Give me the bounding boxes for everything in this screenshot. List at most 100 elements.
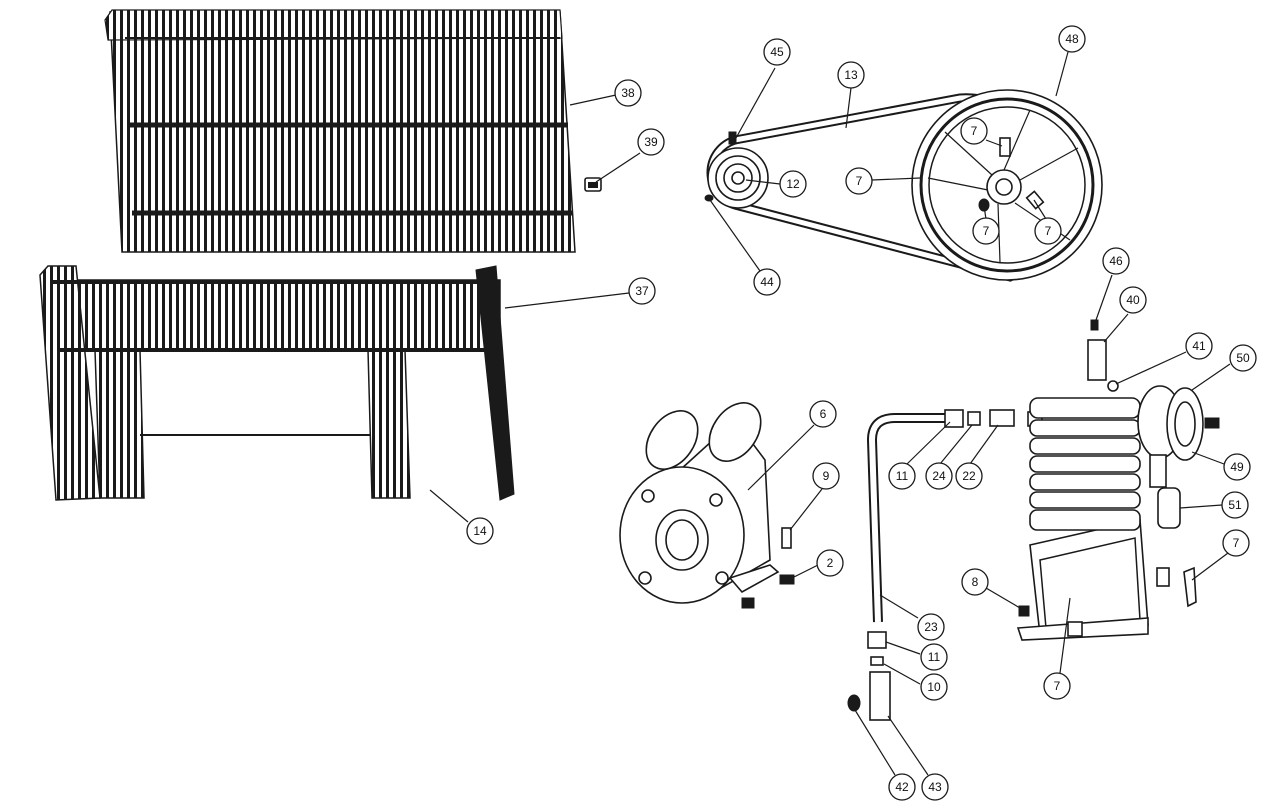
callout-tube-nut-top: 11 (888, 462, 916, 490)
leader-23 (879, 594, 919, 619)
svg-text:40: 40 (1126, 293, 1140, 307)
svg-text:48: 48 (1065, 32, 1079, 46)
callout-flywheel-bolt-a: 7 (960, 117, 988, 145)
leader-24 (939, 424, 973, 465)
callout-motor-nut: 2 (816, 549, 844, 577)
callout-flywheel-bolt-d: 7 (1034, 217, 1062, 245)
svg-text:6: 6 (820, 407, 827, 421)
leader-40 (1103, 313, 1129, 343)
leader-46 (1095, 274, 1113, 321)
svg-text:51: 51 (1228, 498, 1242, 512)
callout-oil-sight: 51 (1221, 491, 1249, 519)
svg-text:7: 7 (856, 174, 863, 188)
callout-filter-element: 49 (1223, 453, 1251, 481)
callout-pump-base: 7 (1043, 672, 1071, 700)
leader-41 (1115, 351, 1187, 385)
belt-guard-top (104, 9, 576, 253)
svg-text:8: 8 (972, 575, 979, 589)
svg-text:41: 41 (1192, 339, 1206, 353)
svg-text:43: 43 (928, 780, 942, 794)
callout-breather: 40 (1119, 286, 1147, 314)
callout-key: 44 (753, 268, 781, 296)
callout-oil-fill-plug: 41 (1185, 332, 1213, 360)
leader-37 (504, 292, 630, 309)
svg-text:14: 14 (473, 524, 487, 538)
svg-text:9: 9 (823, 469, 830, 483)
leader-42 (854, 709, 896, 776)
svg-text:7: 7 (1045, 224, 1052, 238)
svg-text:37: 37 (635, 284, 649, 298)
svg-text:10: 10 (927, 680, 941, 694)
leader-13 (845, 87, 852, 129)
leader-43 (887, 715, 929, 776)
callouts: 38 39 37 14 45 13 48 12 44 7 7 7 7 6 9 2… (466, 25, 1257, 801)
callout-ferrule-bottom: 10 (920, 673, 948, 701)
discharge-tube-part (847, 409, 1043, 721)
svg-text:42: 42 (895, 780, 909, 794)
callout-guard-top: 38 (614, 79, 642, 107)
svg-text:50: 50 (1236, 351, 1250, 365)
leader-7c (983, 205, 987, 220)
leader-49 (1191, 451, 1225, 465)
leader-14 (429, 489, 469, 523)
leader-2 (791, 564, 819, 579)
leader-44 (709, 199, 761, 272)
leader-7a (985, 139, 1003, 147)
callout-guard-bottom-slot: 14 (466, 517, 494, 545)
motor-pulley-part (704, 131, 769, 209)
callout-tube-nut-bottom: 11 (920, 643, 948, 671)
leader-39 (595, 152, 641, 183)
leader-50 (1191, 363, 1231, 391)
leader-7f (1059, 597, 1071, 674)
leader-9 (789, 488, 823, 531)
callout-discharge-tube: 23 (917, 613, 945, 641)
callout-air-filter: 50 (1229, 344, 1257, 372)
callout-check-valve: 43 (921, 773, 949, 801)
svg-text:7: 7 (971, 124, 978, 138)
belt-guard-bottom (39, 265, 515, 501)
callout-motor-pulley: 12 (779, 170, 807, 198)
svg-text:23: 23 (924, 620, 938, 634)
callout-flywheel-bolt-b: 7 (845, 167, 873, 195)
callout-ferrule-top: 24 (925, 462, 953, 490)
svg-text:7: 7 (1054, 679, 1061, 693)
callout-motor-bolt: 9 (812, 462, 840, 490)
svg-text:45: 45 (770, 45, 784, 59)
callout-check-valve-seal: 42 (888, 773, 916, 801)
svg-text:11: 11 (896, 469, 909, 483)
svg-text:46: 46 (1109, 254, 1123, 268)
callout-vent-cap: 46 (1102, 247, 1130, 275)
leader-11a (906, 421, 951, 465)
callout-pulley-set-screw: 45 (763, 38, 791, 66)
leader-7e (1191, 552, 1229, 581)
leader-lines (429, 51, 1231, 776)
leader-6 (747, 424, 815, 491)
leader-10 (883, 663, 921, 685)
callout-flywheel-bolt-c: 7 (972, 217, 1000, 245)
leader-11b (885, 641, 921, 655)
leader-12 (745, 179, 781, 185)
callout-motor: 6 (809, 400, 837, 428)
leader-7d (1033, 199, 1047, 220)
leader-38 (569, 94, 617, 106)
callout-flywheel: 48 (1058, 25, 1086, 53)
motor-part (619, 402, 795, 609)
leader-51 (1179, 504, 1223, 509)
svg-text:22: 22 (962, 469, 976, 483)
svg-text:2: 2 (827, 556, 834, 570)
leader-7b (871, 177, 921, 181)
svg-text:38: 38 (621, 86, 635, 100)
svg-text:7: 7 (1233, 536, 1240, 550)
svg-text:13: 13 (844, 68, 858, 82)
svg-text:24: 24 (932, 469, 946, 483)
leader-8 (985, 587, 1021, 609)
leader-48 (1055, 51, 1069, 97)
pump-part (1016, 319, 1220, 641)
svg-text:11: 11 (928, 650, 941, 664)
callout-pump-nut: 8 (961, 568, 989, 596)
leader-45 (735, 67, 776, 139)
flywheel-part (911, 89, 1103, 281)
callout-belt: 13 (837, 61, 865, 89)
callout-guard-bottom: 37 (628, 277, 656, 305)
